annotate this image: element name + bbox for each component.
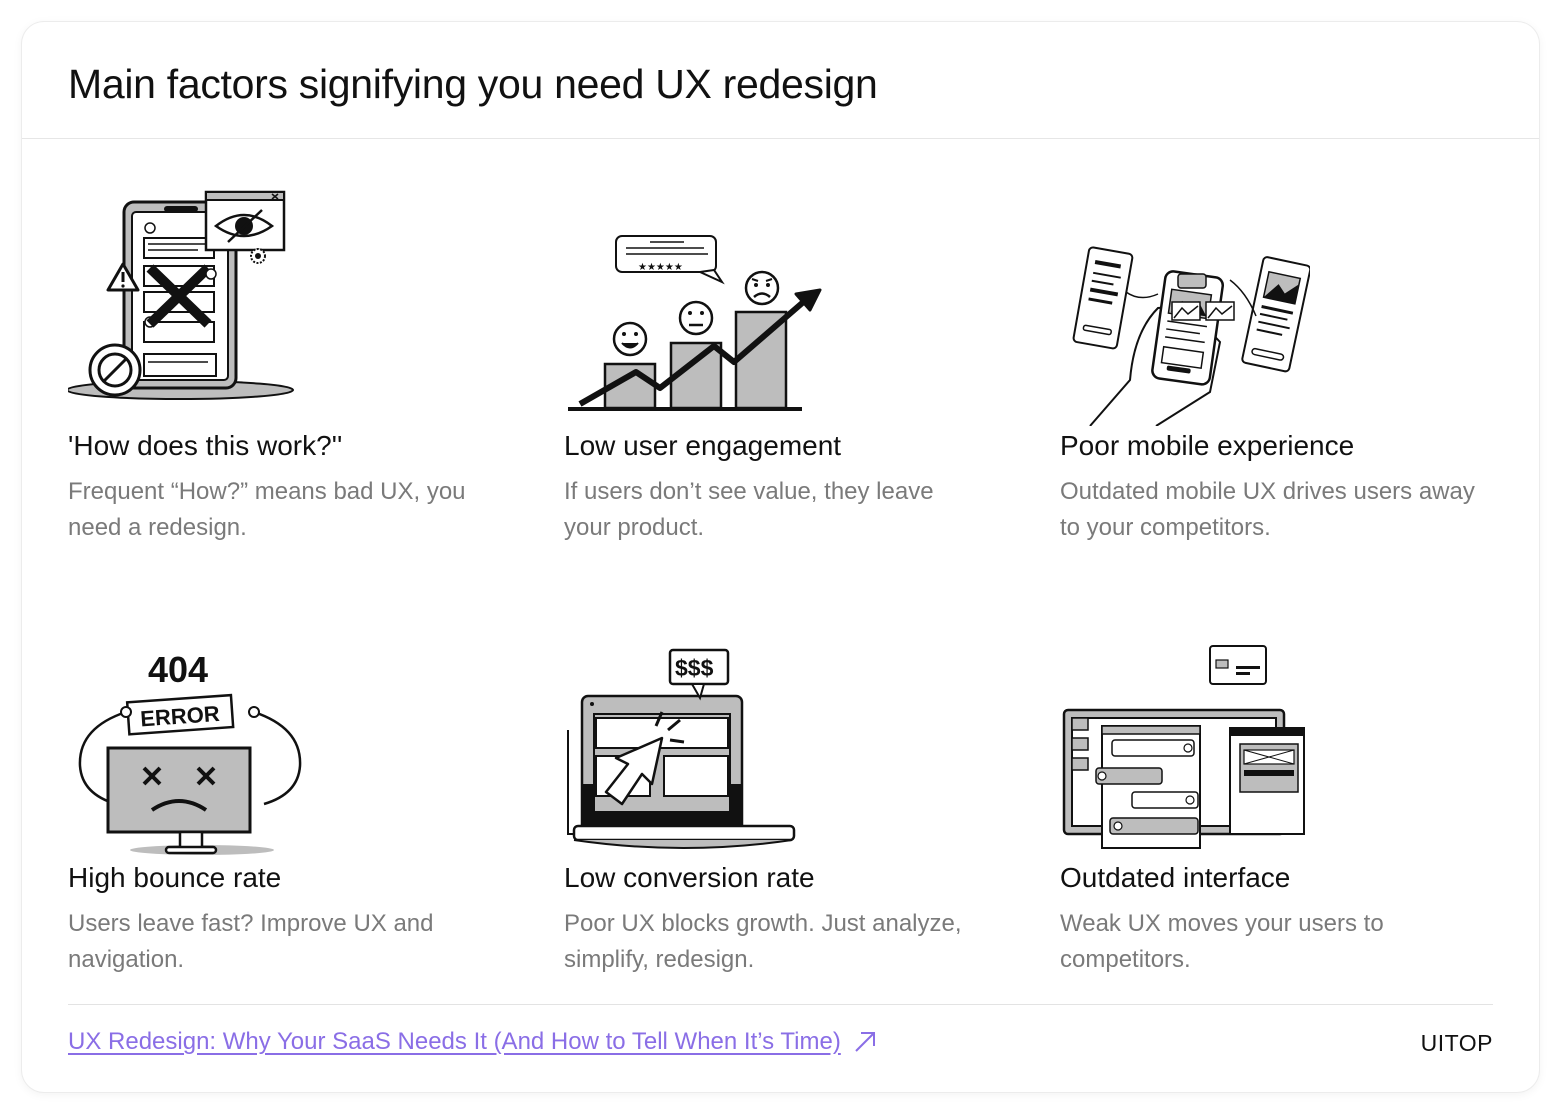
factor-title: 'How does this work?'' xyxy=(68,430,343,461)
factor-title: Low conversion rate xyxy=(564,862,815,893)
mobile-screens-illustration xyxy=(1072,246,1310,426)
no-entry-icon xyxy=(88,343,142,397)
factor-description: Users leave fast? Improve UX and navigat… xyxy=(68,910,434,973)
source-link-text[interactable]: UX Redesign: Why Your SaaS Needs It (And… xyxy=(68,1028,841,1055)
factor-description: Frequent “How?” means bad UX, you need a… xyxy=(68,478,466,541)
money-bubble: $$$ xyxy=(668,648,730,701)
neutral-face-icon xyxy=(678,300,714,336)
money-text: $$$ xyxy=(675,655,714,681)
factor-description: If users don’t see value, they leave you… xyxy=(564,478,934,541)
eye-slash-icon xyxy=(204,190,286,252)
rating-stars: ★★★★★ xyxy=(638,262,683,273)
factor-title: Low user engagement xyxy=(564,430,842,461)
cursor-icon xyxy=(604,711,685,806)
cross-icon xyxy=(146,264,212,328)
error-code: 404 xyxy=(148,649,208,690)
source-article-link[interactable]: UX Redesign: Why Your SaaS Needs It (And… xyxy=(68,1028,877,1056)
smiley-icon xyxy=(612,321,648,357)
old-windows-illustration xyxy=(1062,645,1305,849)
error-word: ERROR xyxy=(139,701,220,731)
arrow-up-right-icon xyxy=(855,1032,875,1052)
card-header: Main factors signifying you need UX rede… xyxy=(22,22,1539,139)
page-title: Main factors signifying you need UX rede… xyxy=(68,61,878,107)
warning-icon xyxy=(106,262,140,292)
engagement-chart-illustration: ★★★★★ xyxy=(568,235,822,411)
laptop-cursor-illustration: $$$ xyxy=(567,648,796,849)
confused-phone-illustration xyxy=(68,190,294,400)
article-card: Main factors signifying you need UX rede… xyxy=(22,22,1539,1092)
factor-description: Poor UX blocks growth. Just analyze, sim… xyxy=(564,910,962,973)
error-404-illustration: 404 ERROR xyxy=(78,649,302,855)
factor-description: Weak UX moves your users to competitors. xyxy=(1060,910,1384,973)
brand-name: UITOP xyxy=(1420,1030,1493,1056)
factor-description: Outdated mobile UX drives users away to … xyxy=(1060,478,1475,541)
frown-face-icon xyxy=(744,270,780,306)
factor-title: Outdated interface xyxy=(1060,862,1291,893)
factor-title: Poor mobile experience xyxy=(1060,430,1355,461)
footer-divider xyxy=(68,1004,1493,1005)
factor-title: High bounce rate xyxy=(68,862,282,893)
